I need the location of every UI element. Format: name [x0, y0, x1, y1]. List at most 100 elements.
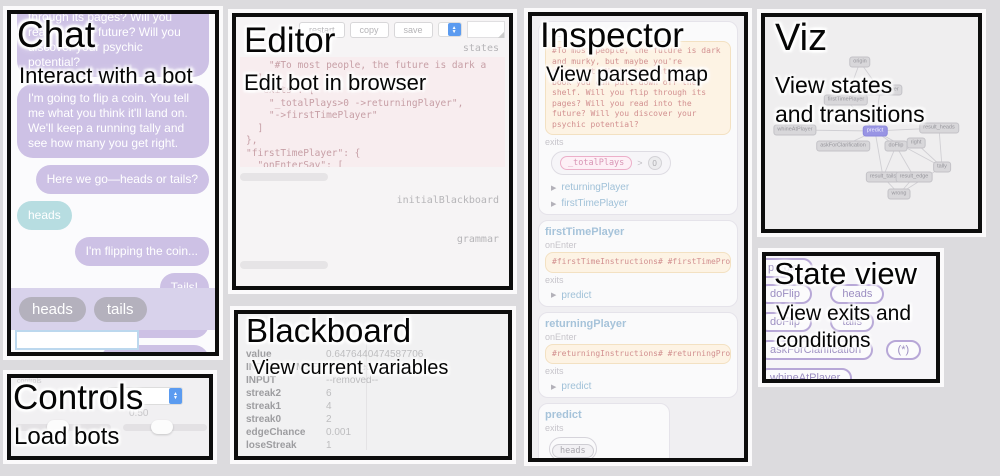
state-name: firstTimePlayer [545, 226, 625, 238]
bot-select[interactable]: chic ▲▼ [107, 387, 183, 405]
chat-panel-title: Chat [17, 14, 96, 55]
graph-node-ask-for-clarification[interactable]: askForClarification [816, 140, 870, 152]
returning-player-card: returningPlayer onEnter #returningInstru… [538, 311, 738, 398]
quick-reply-heads[interactable]: heads [19, 296, 86, 322]
disclosure-triangle-icon: ▶ [551, 383, 557, 391]
predict-state-card: predict exits heads ▶doFlip prediction =… [538, 403, 670, 458]
exit-target-first-time-player[interactable]: ▶firstTimePlayer [551, 198, 731, 209]
graph-node-whine-at-player[interactable]: whineAtPlayer [773, 124, 817, 136]
origin-state-card: onEnterSay #To most people, the future i… [538, 21, 738, 215]
state-header-pill[interactable]: predict [766, 258, 814, 278]
variable-row: INPUT--removed-- [246, 374, 423, 387]
editor-panel: restart copy save ▲▼ ◢ states "#To most … [232, 13, 513, 290]
code-editor[interactable]: "#To most people, the future is dark a ]… [240, 57, 505, 167]
chat-message: I'm flipping the coin... [74, 237, 209, 266]
controls-panel: controls chic ▲▼ 0.50 Controls Load bots [7, 374, 213, 460]
exit-target-label: predict [561, 381, 592, 392]
save-name-input[interactable]: ◢ [466, 21, 505, 39]
viz-panel: origin returningPlayer firstTimePlayer w… [761, 13, 982, 233]
exit-input-pill[interactable]: tails [830, 312, 874, 332]
slider-handle[interactable] [47, 420, 69, 434]
graph-node-origin[interactable]: origin [849, 56, 871, 68]
chat-input[interactable] [15, 330, 139, 350]
on-enter-text: #returningInstructions# #returningPrompt… [545, 343, 731, 364]
editor-scroll-pill[interactable] [240, 173, 328, 181]
controls-panel-title: Controls [13, 378, 144, 417]
variable-key: INPUT_NUMBER [246, 362, 326, 373]
graph-node-result-heads[interactable]: result_heads [919, 122, 959, 134]
state-view-panel: predict doFlip heads doFlip tails askFor… [762, 252, 940, 383]
blackboard-panel-title: Blackboard [246, 312, 412, 349]
blackboard-panel-subtitle: View current variables [252, 357, 449, 379]
graph-node-do-flip[interactable]: doFlip [884, 140, 908, 152]
state-view-panel-subtitle: View exits and conditions [776, 302, 912, 353]
variable-value: 2 [326, 414, 332, 425]
condition-value: 0 [647, 156, 662, 170]
variable-row: streak0 2 [246, 413, 423, 426]
exit-action-pill[interactable]: askForClarification [766, 340, 874, 360]
exits-label: exits [545, 423, 564, 433]
graph-node-tally[interactable]: tally [933, 161, 951, 173]
slider-track[interactable] [15, 420, 111, 434]
quick-reply-bar: heads tails [11, 288, 215, 330]
graph-node-first-time-player[interactable]: firstTimePlayer [823, 94, 869, 106]
initial-blackboard-section-label: initialBlackboard [396, 195, 499, 206]
restart-button[interactable]: restart [299, 21, 345, 38]
variable-key: streak1 [246, 401, 282, 412]
controls-section-label: controls [17, 378, 42, 385]
copy-button[interactable]: copy [349, 21, 389, 38]
variable-row: INPUT_NUMBER--removed-- [246, 361, 423, 374]
inspector-panel: onEnterSay #To most people, the future i… [528, 12, 748, 462]
exit-action-pill[interactable]: whineAtPlayer [766, 368, 853, 379]
select-stepper-icon: ▲▼ [169, 388, 182, 404]
bot-slot-select[interactable]: ▲▼ [437, 22, 462, 37]
exit-condition: _totalPlays > 0 [551, 151, 671, 175]
disclosure-triangle-icon: ▶ [551, 200, 557, 208]
editor-toolbar: restart copy save ▲▼ ◢ [240, 21, 505, 39]
slider-handle[interactable] [151, 420, 173, 434]
first-time-player-card: firstTimePlayer onEnter #firstTimeInstru… [538, 220, 738, 307]
exit-target-predict[interactable]: ▶ predict [551, 381, 731, 392]
graph-node-wrong[interactable]: wrong [887, 188, 911, 200]
variable-key: streak0 [246, 414, 282, 425]
inspector-panel-subtitle: View parsed map [546, 63, 708, 86]
condition-operator: > [637, 158, 643, 168]
chat-message: down off the shelf. Will you flip throug… [17, 14, 209, 77]
chat-message: I'm going to flip a coin. You tell me wh… [17, 84, 209, 158]
editor-panel-title: Editor [244, 21, 336, 60]
graph-node-result-edge[interactable]: result_edge [895, 171, 933, 183]
exit-input-pill: heads [549, 437, 597, 458]
exit-input-pill[interactable]: heads [830, 284, 885, 304]
on-enter-say-label: onEnterSay [545, 29, 593, 39]
variable-value: 0.6476440474587706 [326, 349, 424, 360]
slider-track[interactable] [123, 420, 207, 434]
state-name: predict [545, 409, 582, 421]
save-button[interactable]: save [393, 21, 433, 38]
editor-scroll-pill[interactable] [240, 261, 328, 269]
exit-action-pill[interactable]: doFlip [766, 284, 812, 304]
exit-action-pill[interactable]: doFlip [766, 312, 812, 332]
graph-node-predict[interactable]: predict [862, 125, 888, 137]
grammar-section-label: grammar [456, 234, 499, 245]
states-section-label: states [462, 43, 499, 54]
graph-node-returning-player[interactable]: returningPlayer [857, 84, 903, 96]
slider-value: 0.50 [129, 408, 149, 419]
on-enter-label: onEnter [545, 240, 577, 250]
graph-node-right[interactable]: right [906, 137, 926, 149]
exit-target-returning-player[interactable]: ▶returningPlayer [551, 182, 731, 193]
quick-reply-tails[interactable]: tails [93, 296, 147, 322]
editor-panel-subtitle: Edit bot in browser [244, 70, 427, 95]
blackboard-divider [366, 338, 367, 450]
variable-value: 6 [326, 388, 332, 399]
chat-message-partial [101, 345, 209, 352]
exit-target-predict[interactable]: ▶predict [551, 290, 731, 301]
exit-input-pill[interactable]: (*) [885, 340, 922, 360]
condition-variable-pill: _totalPlays [560, 156, 633, 170]
variable-value: 1 [326, 440, 332, 451]
variable-value: 4 [326, 401, 332, 412]
chat-message: heads [17, 201, 72, 230]
variable-row: streak1 4 [246, 400, 423, 413]
